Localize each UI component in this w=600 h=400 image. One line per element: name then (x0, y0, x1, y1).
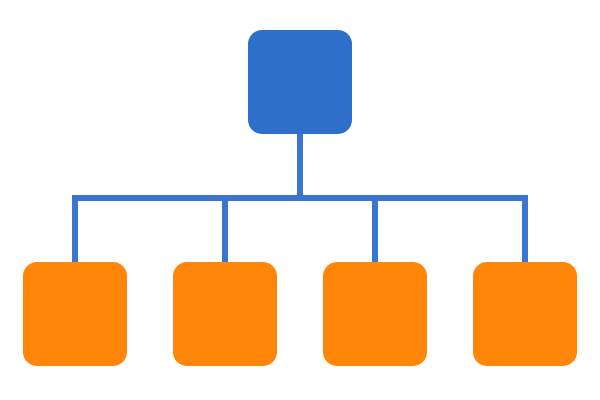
root-node (248, 30, 352, 134)
connectors (72, 129, 528, 267)
child-node-2 (173, 262, 277, 366)
child-node-4 (473, 262, 577, 366)
child-node-3 (323, 262, 427, 366)
child-node-1 (23, 262, 127, 366)
